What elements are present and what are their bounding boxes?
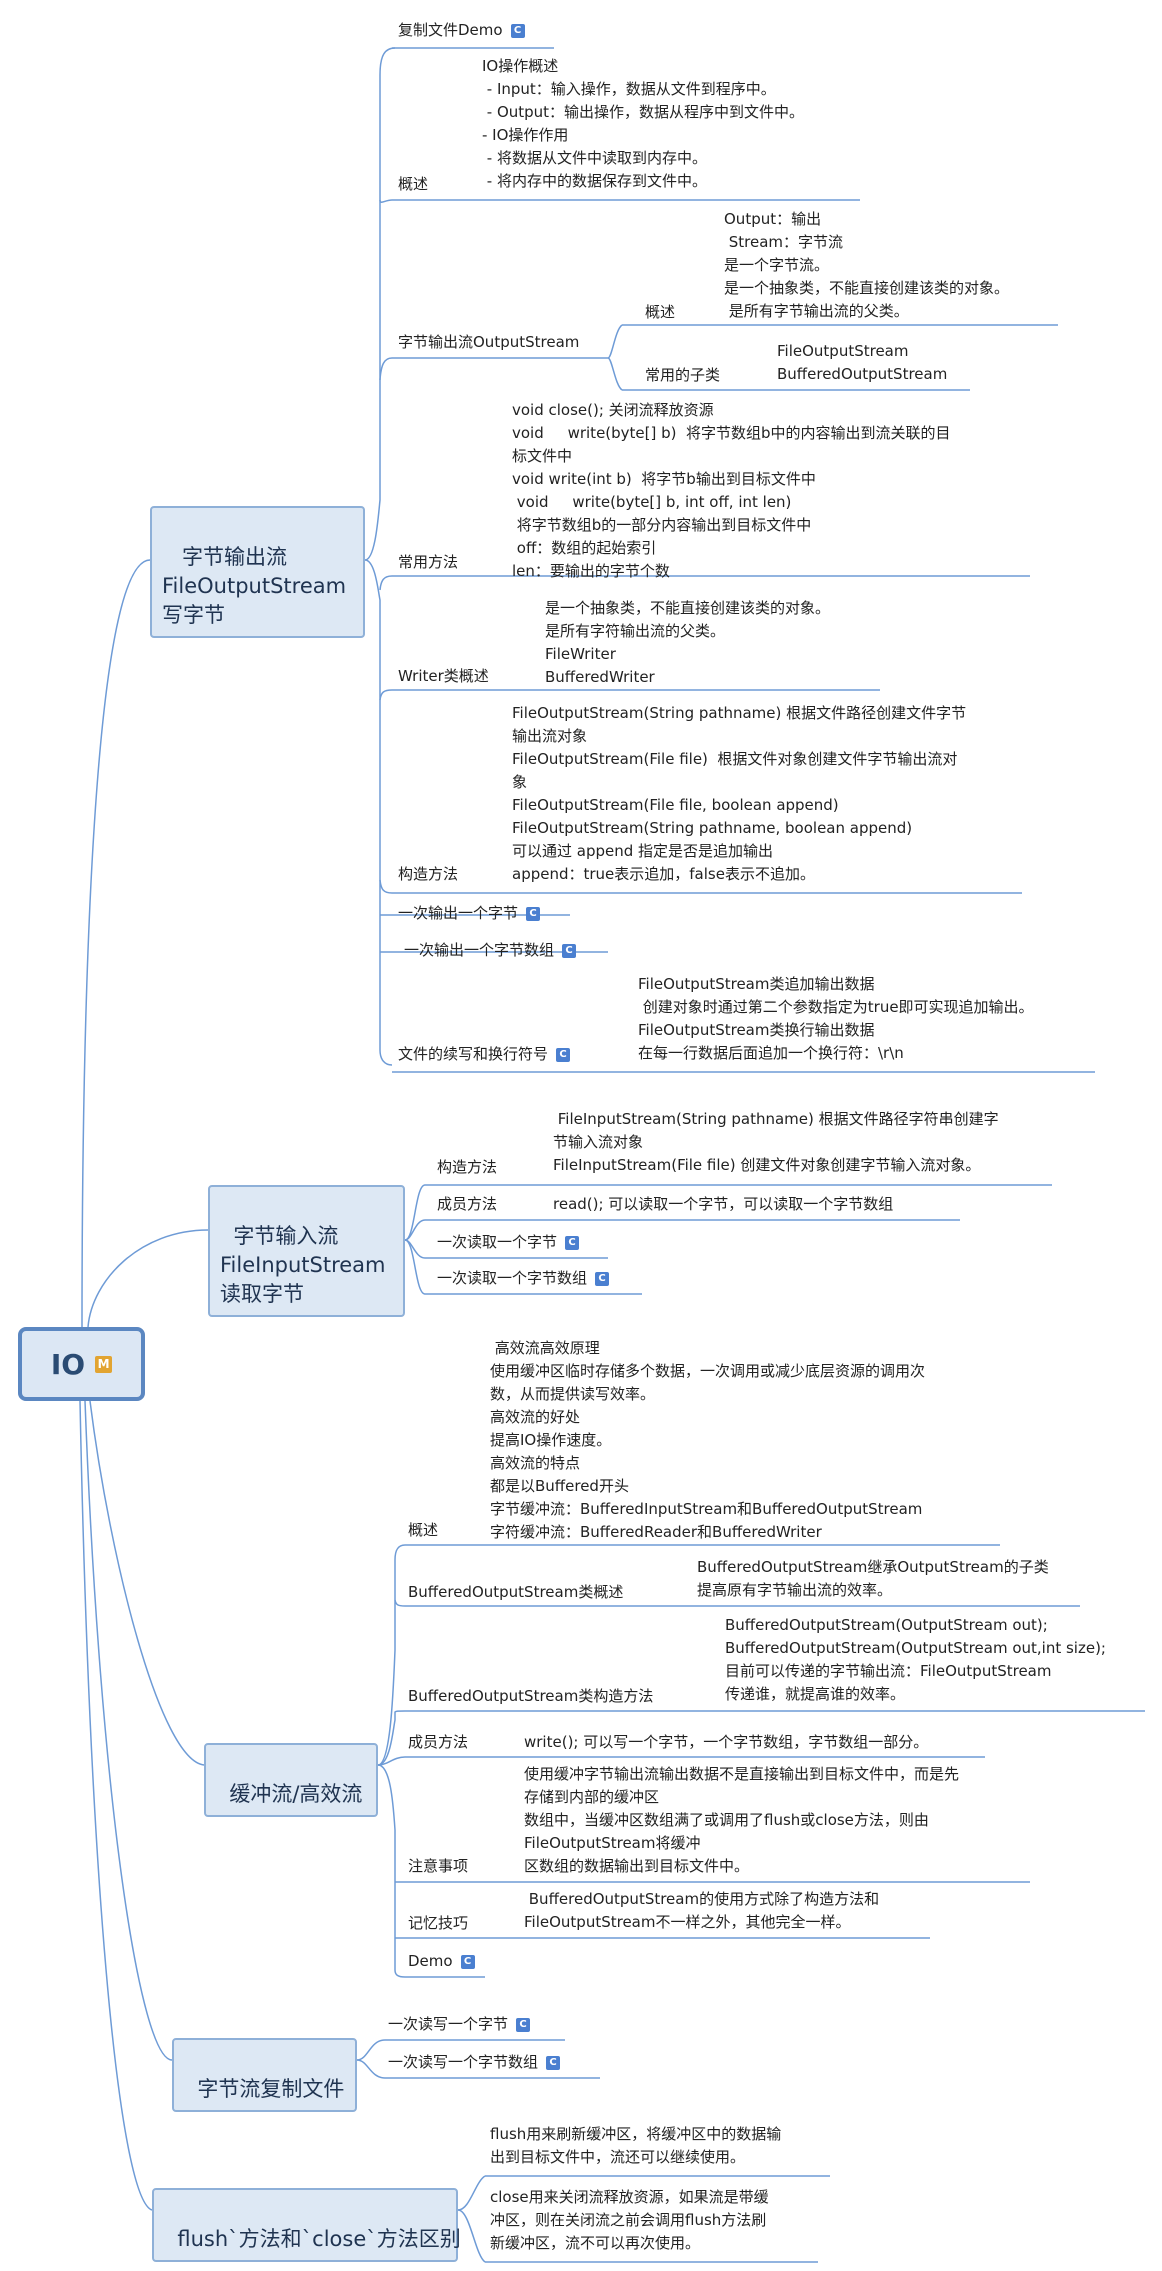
node-memory-tips[interactable]: 记忆技巧 — [408, 1913, 468, 1934]
code-attachment-icon[interactable]: C — [595, 1271, 610, 1286]
node-overview[interactable]: 概述 — [398, 174, 428, 195]
node-label: 概述 — [398, 175, 429, 193]
node-bos-constructors[interactable]: BufferedOutputStream类构造方法 — [408, 1686, 653, 1707]
branch-label: 字节流复制文件 — [197, 2077, 345, 2101]
node-write-byte-array[interactable]: 一次输出一个字节数组 C — [404, 940, 577, 961]
node-label: 一次输出一个字节数组 — [404, 941, 555, 959]
node-bos-overview[interactable]: BufferedOutputStream类概述 — [408, 1582, 623, 1603]
node-label: 一次输出一个字节 — [398, 904, 519, 922]
branch-file-input-stream[interactable]: 字节输入流 FileInputStream 读取字节 — [208, 1185, 405, 1317]
node-label: 成员方法 — [437, 1195, 498, 1213]
branch-label: 缓冲流/高效流 — [229, 1782, 363, 1806]
node-label: 常用的子类 — [645, 366, 721, 384]
node-constructors[interactable]: 构造方法 — [398, 864, 458, 885]
overview-note: IO操作概述 - Input：输入操作，数据从文件到程序中。 - Output：… — [482, 57, 805, 190]
branch-label: 字节输入流 FileInputStream 读取字节 — [220, 1224, 386, 1306]
code-attachment-icon[interactable]: C — [562, 943, 577, 958]
root-node[interactable]: IO M — [18, 1327, 145, 1401]
node-copy-demo[interactable]: 复制文件Demo C — [398, 20, 525, 41]
node-read-one-byte[interactable]: 一次读取一个字节 C — [437, 1232, 580, 1253]
node-label: 概述 — [645, 303, 676, 321]
node-label: 一次读写一个字节数组 — [388, 2053, 539, 2071]
node-label: 字节输出流OutputStream — [398, 333, 580, 351]
node-copy-one-byte[interactable]: 一次读写一个字节 C — [388, 2014, 531, 2035]
constructors-note: FileOutputStream(String pathname) 根据文件路径… — [512, 704, 967, 883]
memory-tips-note: BufferedOutputStream的使用方式除了构造方法和 FileOut… — [524, 1890, 880, 1931]
outputstream-overview-note: Output：输出 Stream：字节流 是一个字节流。 是一个抽象类，不能直接… — [724, 210, 1010, 320]
node-label: 构造方法 — [437, 1158, 498, 1176]
branch-buffered-stream[interactable]: 缓冲流/高效流 — [204, 1743, 378, 1817]
code-attachment-icon[interactable]: C — [565, 1235, 580, 1250]
precautions-note: 使用缓冲字节输出流输出数据不是直接输出到目标文件中，而是先 存储到内部的缓冲区 … — [524, 1765, 960, 1875]
methods-note: void close(); 关闭流释放资源 void write(byte[] … — [512, 401, 951, 580]
code-attachment-icon[interactable]: C — [516, 2017, 531, 2032]
node-label: Demo — [408, 1952, 453, 1970]
append-newline-note: FileOutputStream类追加输出数据 创建对象时通过第二个参数指定为t… — [638, 975, 1034, 1062]
node-label: 复制文件Demo — [398, 21, 503, 39]
node-buffered-overview[interactable]: 概述 — [408, 1520, 438, 1541]
node-write-one-byte[interactable]: 一次输出一个字节 C — [398, 903, 541, 924]
subclasses-note: FileOutputStream BufferedOutputStream — [777, 342, 948, 383]
input-member-note: read(); 可以读取一个字节，可以读取一个字节数组 — [553, 1195, 894, 1213]
flush-note: flush用来刷新缓冲区，将缓冲区中的数据输 出到目标文件中，流还可以继续使用。 — [490, 2125, 782, 2166]
node-writer[interactable]: Writer类概述 — [398, 666, 489, 687]
node-buffered-demo[interactable]: Demo C — [408, 1951, 475, 1972]
node-input-member-methods[interactable]: 成员方法 — [437, 1194, 497, 1215]
node-outputstream-overview[interactable]: 概述 — [645, 302, 675, 323]
mindmap-marker-icon[interactable]: M — [95, 1355, 113, 1373]
node-label: 一次读取一个字节数组 — [437, 1269, 588, 1287]
branch-file-output-stream[interactable]: 字节输出流 FileOutputStream 写字节 — [150, 506, 365, 638]
branch-copy-file[interactable]: 字节流复制文件 — [172, 2038, 357, 2112]
node-precautions[interactable]: 注意事项 — [408, 1856, 468, 1877]
code-attachment-icon[interactable]: C — [510, 23, 525, 38]
branch-label: 字节输出流 FileOutputStream 写字节 — [162, 545, 347, 627]
node-methods[interactable]: 常用方法 — [398, 552, 458, 573]
node-outputstream[interactable]: 字节输出流OutputStream — [398, 332, 579, 353]
root-label: IO — [50, 1347, 86, 1381]
node-label: 记忆技巧 — [408, 1914, 469, 1932]
node-append-newline[interactable]: 文件的续写和换行符号 C — [398, 1044, 571, 1065]
node-label: 成员方法 — [408, 1733, 469, 1751]
node-input-constructors[interactable]: 构造方法 — [437, 1157, 497, 1178]
buffered-overview-note: 高效流高效原理 使用缓冲区临时存储多个数据，一次调用或减少底层资源的调用次 数，… — [490, 1339, 926, 1541]
node-label: 一次读取一个字节 — [437, 1233, 558, 1251]
code-attachment-icon[interactable]: C — [526, 906, 541, 921]
node-bos-member-methods[interactable]: 成员方法 — [408, 1732, 468, 1753]
node-copy-byte-array[interactable]: 一次读写一个字节数组 C — [388, 2052, 561, 2073]
node-label: 常用方法 — [398, 553, 459, 571]
bos-member-note: write(); 可以写一个字节，一个字节数组，字节数组一部分。 — [524, 1733, 929, 1751]
node-label: 概述 — [408, 1521, 439, 1539]
code-attachment-icon[interactable]: C — [556, 1047, 571, 1062]
bos-overview-note: BufferedOutputStream继承OutputStream的子类 提高… — [697, 1558, 1049, 1599]
writer-note: 是一个抽象类，不能直接创建该类的对象。 是所有字符输出流的父类。 FileWri… — [545, 599, 831, 686]
node-label: 一次读写一个字节 — [388, 2015, 509, 2033]
code-attachment-icon[interactable]: C — [460, 1954, 475, 1969]
branch-label: flush`方法和`close`方法区别 — [177, 2227, 461, 2251]
code-attachment-icon[interactable]: C — [546, 2055, 561, 2070]
node-label: BufferedOutputStream类构造方法 — [408, 1687, 654, 1705]
node-label: 注意事项 — [408, 1857, 469, 1875]
node-label: BufferedOutputStream类概述 — [408, 1583, 624, 1601]
branch-flush-vs-close[interactable]: flush`方法和`close`方法区别 — [152, 2188, 461, 2262]
input-constructors-note: FileInputStream(String pathname) 根据文件路径字… — [553, 1110, 999, 1174]
node-label: 构造方法 — [398, 865, 459, 883]
node-label: Writer类概述 — [398, 667, 489, 685]
close-note: close用来关闭流释放资源，如果流是带缓 冲区，则在关闭流之前会调用flush… — [490, 2188, 769, 2252]
node-subclasses[interactable]: 常用的子类 — [645, 365, 720, 386]
node-label: 文件的续写和换行符号 — [398, 1045, 549, 1063]
node-read-byte-array[interactable]: 一次读取一个字节数组 C — [437, 1268, 610, 1289]
bos-constructors-note: BufferedOutputStream(OutputStream out); … — [725, 1616, 1106, 1703]
